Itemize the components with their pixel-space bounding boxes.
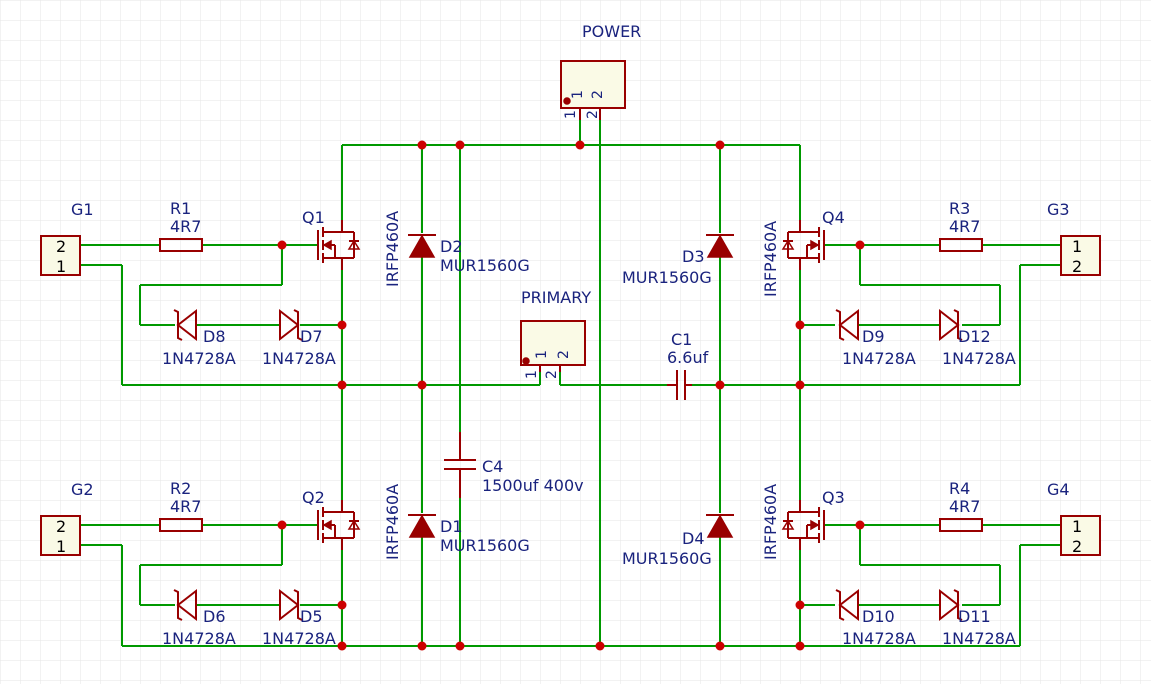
junctions — [277, 140, 865, 651]
r2-ref: R2 — [170, 479, 191, 498]
resistor-r2[interactable] — [159, 518, 203, 532]
g4-label: G4 — [1047, 480, 1070, 499]
q4-part: IRFP460A — [761, 221, 780, 297]
c4-ref: C4 — [482, 457, 503, 476]
g1-connector[interactable]: 2 1 — [40, 235, 81, 276]
d6-value: 1N4728A — [162, 629, 236, 648]
primary-pin1-label: 1 — [534, 350, 550, 359]
d3-ref: D3 — [682, 247, 705, 266]
power-pin2-num: 2 — [585, 110, 601, 119]
zener-d5[interactable] — [279, 588, 303, 622]
power-label: POWER — [582, 22, 641, 41]
c4-value: 1500uf 400v — [482, 476, 584, 495]
zener-d7[interactable] — [279, 308, 303, 342]
d3-value: MUR1560G — [622, 268, 712, 287]
g3-pin1: 1 — [1072, 237, 1082, 256]
primary-label: PRIMARY — [521, 288, 591, 307]
q2-part: IRFP460A — [383, 484, 402, 560]
zener-d11[interactable] — [939, 588, 963, 622]
primary-pin2-label: 2 — [556, 350, 572, 359]
zener-d8[interactable] — [173, 308, 197, 342]
q3-ref: Q3 — [822, 488, 845, 507]
power-connector[interactable]: 1 2 1 2 — [560, 60, 626, 120]
d5-ref: D5 — [300, 607, 323, 626]
q4-ref: Q4 — [822, 208, 845, 227]
r2-value: 4R7 — [170, 497, 201, 516]
d2-value: MUR1560G — [440, 256, 530, 275]
d11-value: 1N4728A — [942, 629, 1016, 648]
d10-ref: D10 — [862, 607, 895, 626]
q3-part: IRFP460A — [761, 484, 780, 560]
g4-pin2: 2 — [1072, 537, 1082, 556]
diode-d1[interactable] — [408, 514, 436, 538]
d5-value: 1N4728A — [262, 629, 336, 648]
diode-d4[interactable] — [706, 514, 734, 538]
resistor-r3[interactable] — [939, 238, 983, 252]
d7-ref: D7 — [300, 327, 323, 346]
g2-pin1: 1 — [56, 537, 66, 556]
g1-pin2: 2 — [56, 237, 66, 256]
r4-value: 4R7 — [949, 497, 980, 516]
capacitor-c4[interactable] — [444, 432, 476, 498]
resistor-r1[interactable] — [159, 238, 203, 252]
d7-value: 1N4728A — [262, 349, 336, 368]
d2-ref: D2 — [440, 237, 463, 256]
g2-pin2: 2 — [56, 517, 66, 536]
d4-value: MUR1560G — [622, 549, 712, 568]
c1-ref: C1 — [671, 330, 692, 349]
g4-pin1: 1 — [1072, 517, 1082, 536]
diode-d3[interactable] — [706, 234, 734, 258]
d4-ref: D4 — [682, 529, 705, 548]
zener-d6[interactable] — [173, 588, 197, 622]
d12-ref: D12 — [958, 327, 991, 346]
zener-d10[interactable] — [835, 588, 859, 622]
g2-connector[interactable]: 2 1 — [40, 515, 81, 556]
g1-label: G1 — [71, 200, 94, 219]
d1-value: MUR1560G — [440, 536, 530, 555]
d11-ref: D11 — [958, 607, 991, 626]
q1-part: IRFP460A — [383, 211, 402, 287]
d9-ref: D9 — [862, 327, 885, 346]
g4-connector[interactable]: 1 2 — [1060, 515, 1101, 556]
r1-ref: R1 — [170, 199, 191, 218]
power-pin2-label: 2 — [590, 90, 606, 99]
capacitor-c1[interactable] — [667, 370, 692, 400]
d10-value: 1N4728A — [842, 629, 916, 648]
r3-value: 4R7 — [949, 217, 980, 236]
g3-label: G3 — [1047, 200, 1070, 219]
d8-value: 1N4728A — [162, 349, 236, 368]
power-pin1-label: 1 — [570, 90, 586, 99]
zener-d9[interactable] — [835, 308, 859, 342]
c1-value: 6.6uf — [667, 348, 709, 367]
g3-pin2: 2 — [1072, 257, 1082, 276]
primary-pin1-num: 1 — [524, 370, 540, 379]
resistor-r4[interactable] — [939, 518, 983, 532]
g3-connector[interactable]: 1 2 — [1060, 235, 1101, 276]
r1-value: 4R7 — [170, 217, 201, 236]
primary-pin2-num: 2 — [544, 370, 560, 379]
zener-d12[interactable] — [939, 308, 963, 342]
d6-ref: D6 — [203, 607, 226, 626]
primary-connector[interactable]: 1 2 1 2 — [520, 320, 586, 379]
g1-pin1: 1 — [56, 257, 66, 276]
d8-ref: D8 — [203, 327, 226, 346]
r4-ref: R4 — [949, 479, 970, 498]
q1-ref: Q1 — [302, 208, 325, 227]
r3-ref: R3 — [949, 199, 970, 218]
d12-value: 1N4728A — [942, 349, 1016, 368]
d9-value: 1N4728A — [842, 349, 916, 368]
g2-label: G2 — [71, 480, 94, 499]
d1-ref: D1 — [440, 517, 463, 536]
diode-d2[interactable] — [408, 234, 436, 258]
q2-ref: Q2 — [302, 488, 325, 507]
power-pin1-num: 1 — [563, 110, 579, 119]
